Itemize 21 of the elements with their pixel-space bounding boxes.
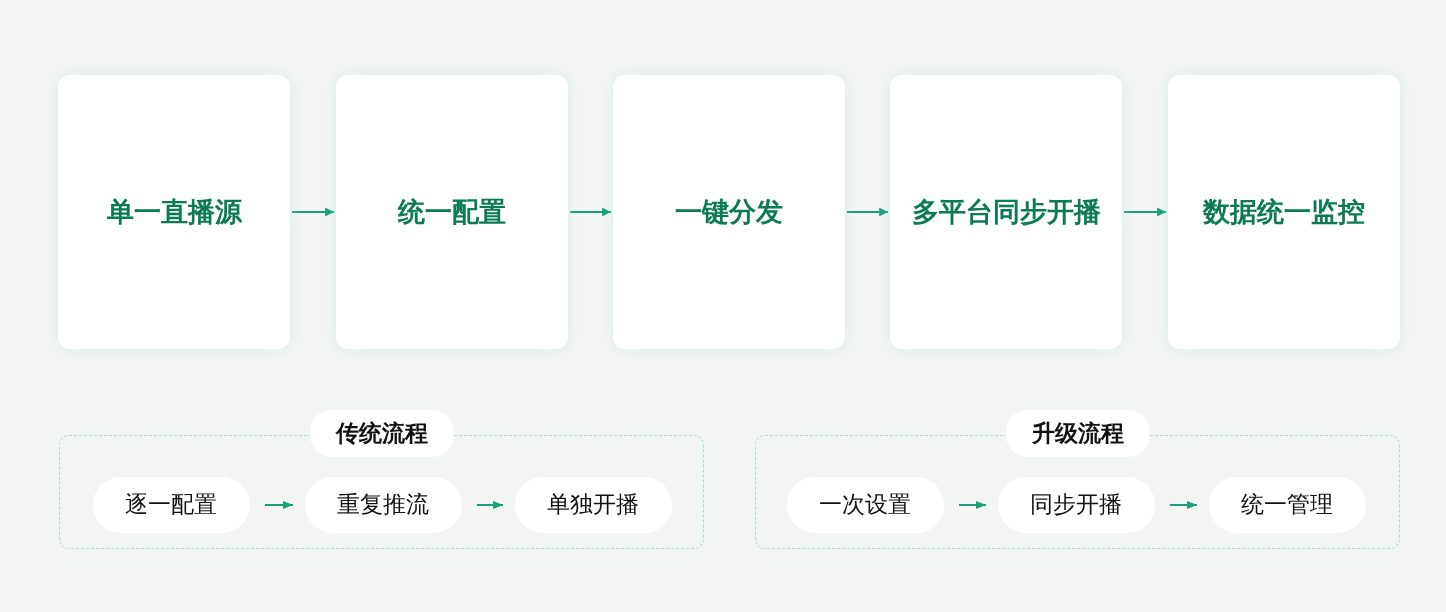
step-card: 多平台同步开播 bbox=[890, 75, 1122, 349]
arrow bbox=[847, 207, 888, 217]
arrow bbox=[1169, 501, 1198, 509]
group-heading: 传统流程 bbox=[309, 410, 454, 457]
step-pill: 逐一配置 bbox=[92, 476, 250, 533]
step-pill: 统一管理 bbox=[1208, 476, 1366, 533]
arrow bbox=[1124, 207, 1166, 217]
step-card: 数据统一监控 bbox=[1168, 75, 1400, 349]
arrow bbox=[476, 501, 504, 509]
step-pill: 重复推流 bbox=[304, 476, 462, 533]
step-pill: 一次设置 bbox=[786, 476, 944, 533]
arrow bbox=[292, 207, 334, 217]
step-card: 统一配置 bbox=[336, 75, 568, 349]
arrow bbox=[264, 501, 294, 509]
group-heading: 升级流程 bbox=[1005, 410, 1150, 457]
step-pill: 单独开播 bbox=[514, 476, 672, 533]
step-card: 一键分发 bbox=[613, 75, 845, 349]
step-pill: 同步开播 bbox=[997, 476, 1155, 533]
arrow bbox=[958, 501, 987, 509]
step-card: 单一直播源 bbox=[58, 75, 290, 349]
arrow bbox=[570, 207, 611, 217]
